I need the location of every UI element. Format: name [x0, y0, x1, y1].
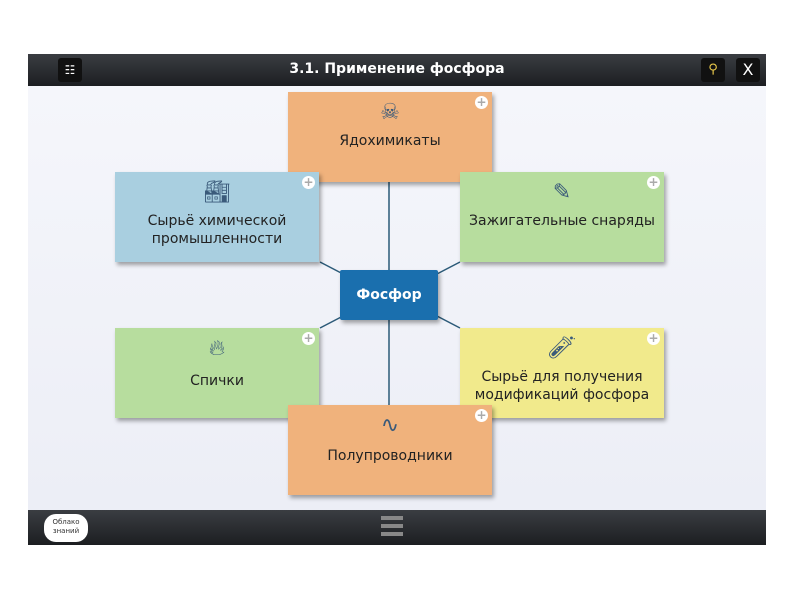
expand-plus-icon[interactable]: +	[302, 331, 315, 345]
molecule-icon: ∿	[380, 413, 400, 438]
top-bar: ☷ 3.1. Применение фосфора ⚲ X	[28, 54, 766, 86]
factory-icon: 🏭︎	[203, 180, 231, 205]
expand-plus-icon[interactable]: +	[475, 408, 488, 422]
search-icon[interactable]: ⚲	[701, 58, 725, 82]
match-icon: 🔥︎	[208, 336, 226, 361]
close-button[interactable]: X	[736, 58, 760, 82]
node-pesticides[interactable]: + ☠ Ядохимикаты	[288, 92, 492, 182]
node-chemical-raw[interactable]: + 🏭︎ Сырьё химической промышленности	[115, 172, 319, 262]
expand-plus-icon[interactable]: +	[302, 175, 315, 189]
expand-plus-icon[interactable]: +	[475, 95, 488, 109]
page-title: 3.1. Применение фосфора	[289, 61, 505, 77]
logo: Облако знаний	[44, 514, 88, 542]
node-phosphorus-modifications[interactable]: + 🧪︎ Сырьё для получения модификаций фос…	[460, 328, 664, 418]
bottom-bar: Облако знаний	[28, 510, 766, 545]
node-incendiary[interactable]: + ✎ Зажигательные снаряды	[460, 172, 664, 262]
skull-icon: ☠	[380, 100, 400, 125]
node-semiconductors[interactable]: + ∿ Полупроводники	[288, 405, 492, 495]
center-node[interactable]: Фосфор	[340, 270, 438, 320]
hamburger-icon[interactable]	[381, 516, 403, 538]
grid-list-icon[interactable]: ☷	[58, 58, 82, 82]
node-matches[interactable]: + 🔥︎ Спички	[115, 328, 319, 418]
grenade-icon: ✎	[552, 180, 572, 205]
expand-plus-icon[interactable]: +	[647, 175, 660, 189]
test-tube-icon: 🧪︎	[548, 336, 576, 361]
expand-plus-icon[interactable]: +	[647, 331, 660, 345]
